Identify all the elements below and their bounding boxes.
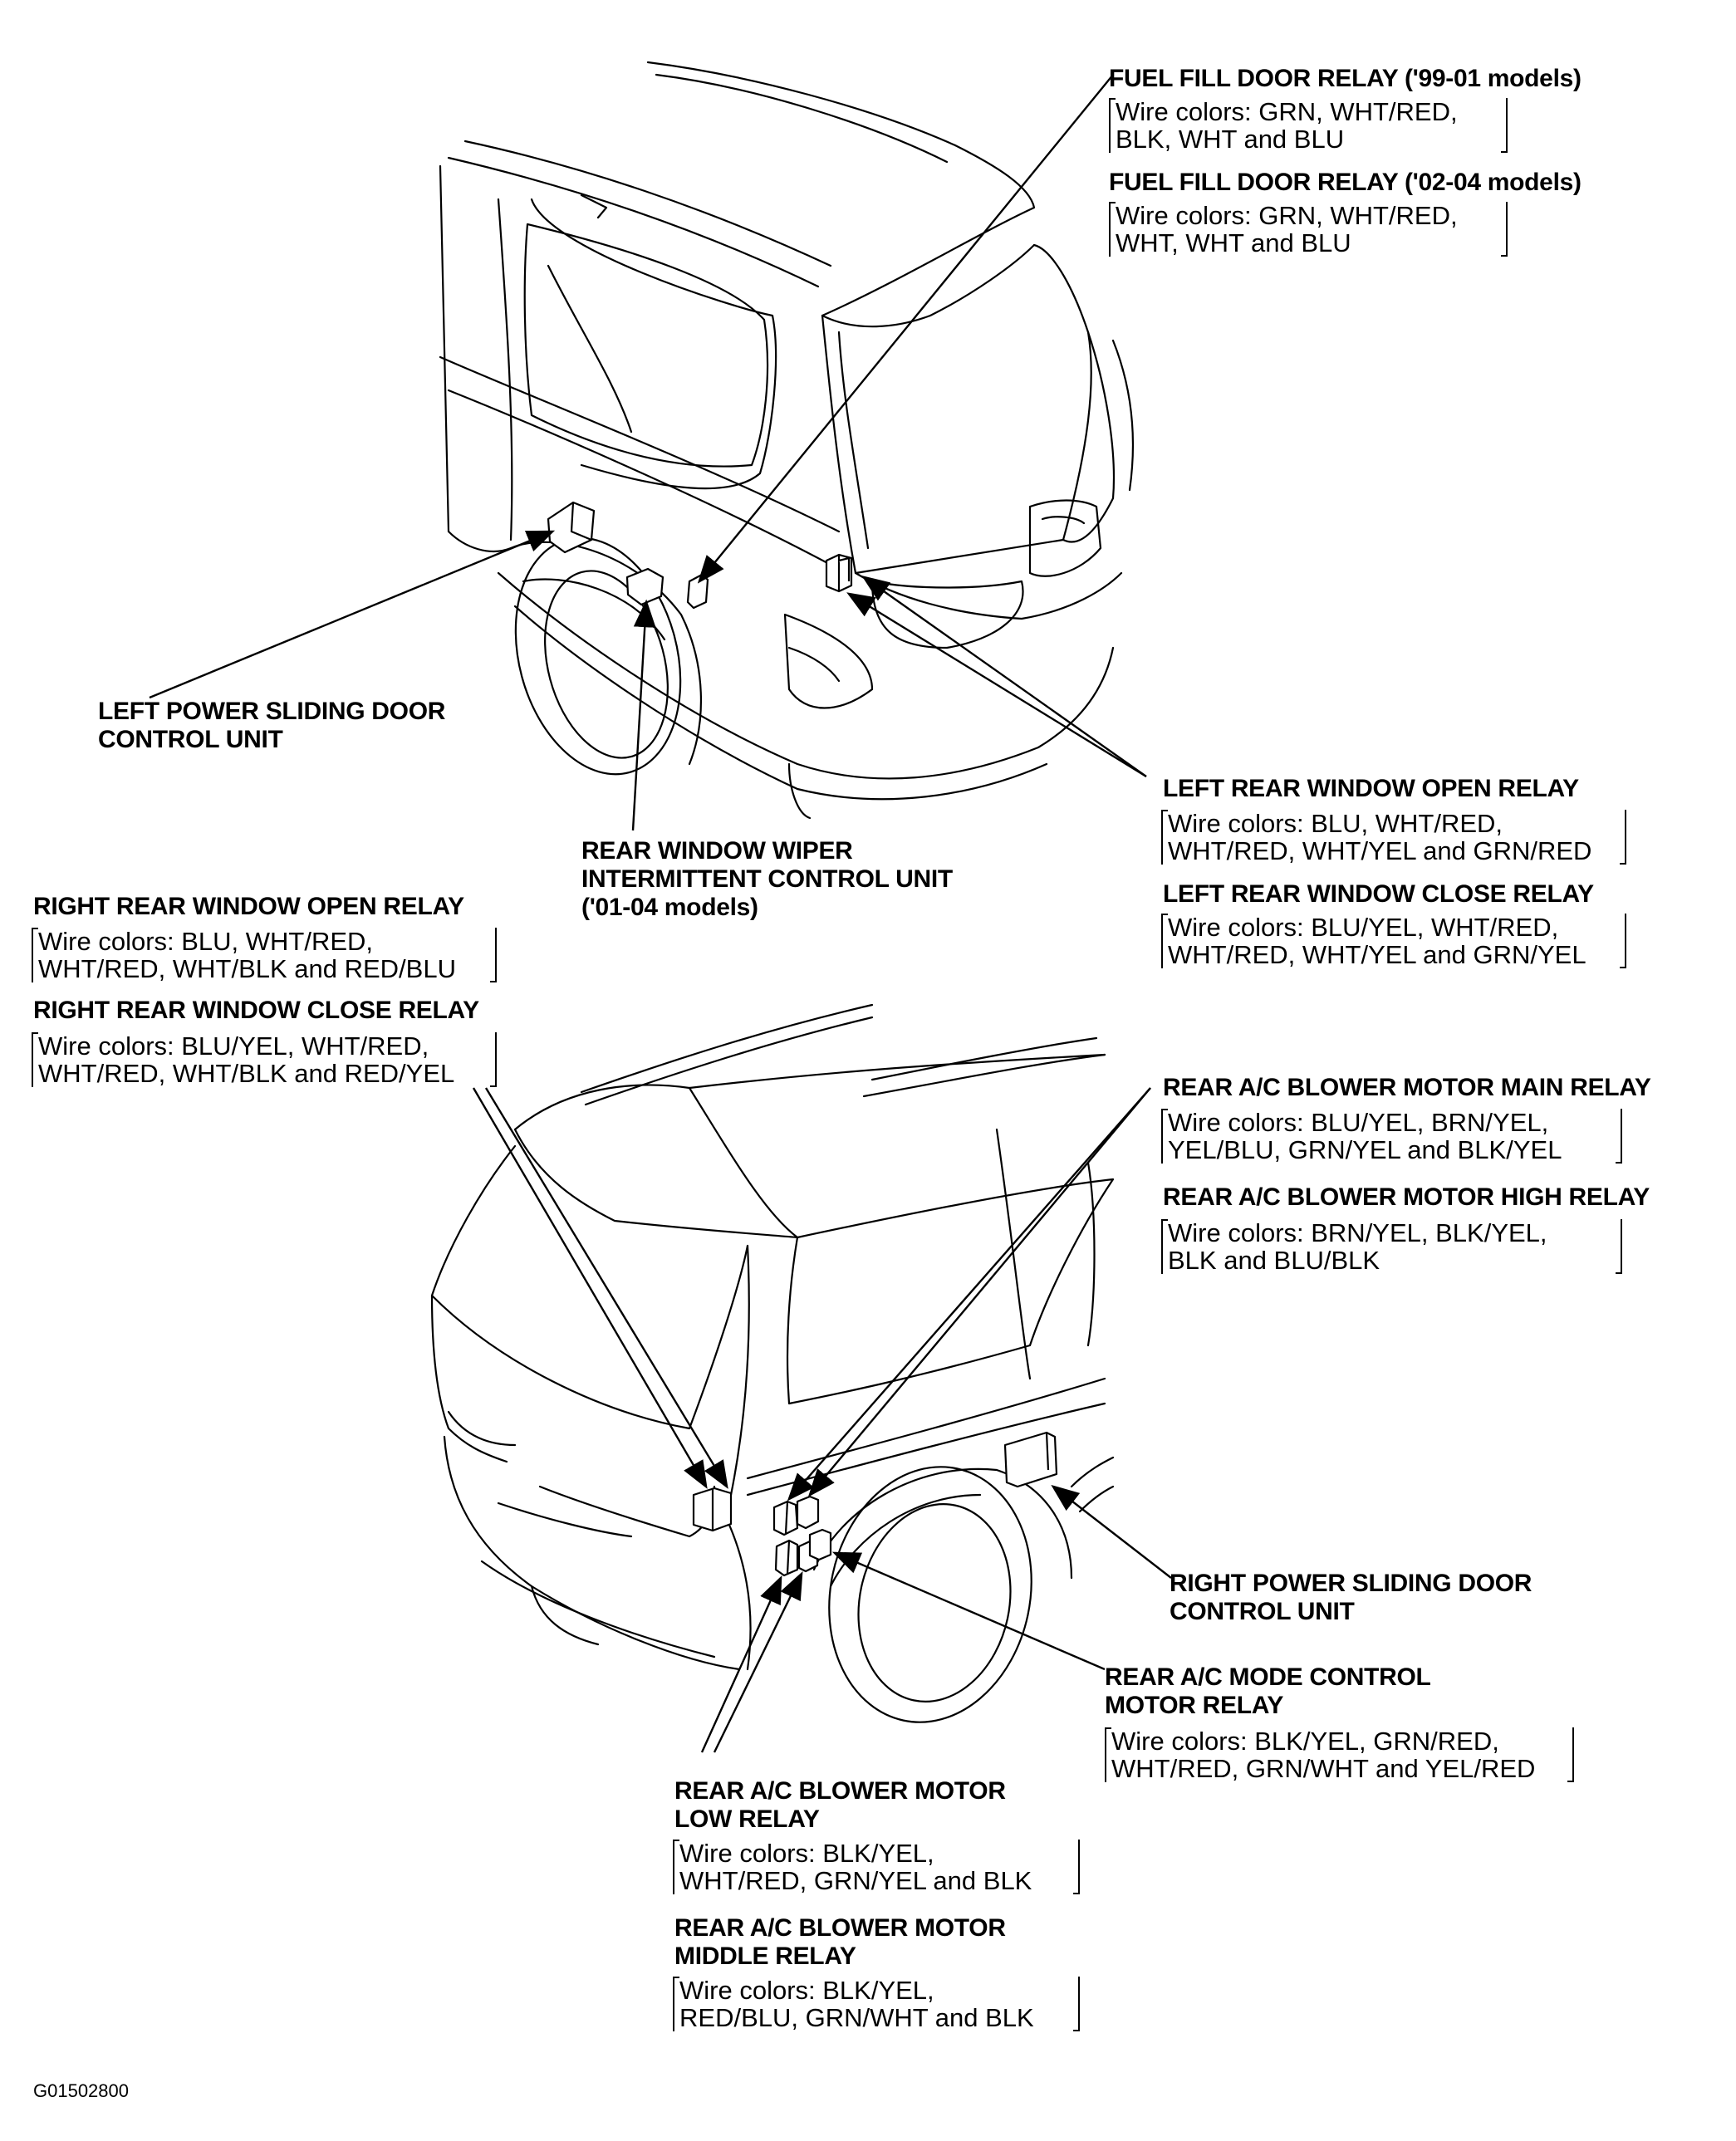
fuel-fill-door-relay-0204-wires: Wire colors: GRN, WHT/RED, WHT, WHT and … xyxy=(1109,202,1508,257)
bottom-components xyxy=(692,1431,1058,1577)
rear-ac-blower-main-relay-title: REAR A/C BLOWER MOTOR MAIN RELAY xyxy=(1163,1074,1651,1101)
fuel-fill-door-relay-9901-wires: Wire colors: GRN, WHT/RED, BLK, WHT and … xyxy=(1109,98,1508,153)
bottom-vehicle-outline xyxy=(430,1003,1115,1723)
rear-ac-blower-high-relay-wires: Wire colors: BRN/YEL, BLK/YEL, BLK and B… xyxy=(1161,1219,1622,1274)
rear-ac-blower-main-relay-wires: Wire colors: BLU/YEL, BRN/YEL, YEL/BLU, … xyxy=(1161,1109,1622,1164)
right-rear-window-open-relay-wires: Wire colors: BLU, WHT/RED, WHT/RED, WHT/… xyxy=(32,928,497,982)
left-rear-window-close-relay-wires: Wire colors: BLU/YEL, WHT/RED, WHT/RED, … xyxy=(1161,914,1626,968)
right-rear-window-close-relay-title: RIGHT REAR WINDOW CLOSE RELAY xyxy=(33,997,479,1024)
rear-ac-mode-control-relay-title: REAR A/C MODE CONTROL MOTOR RELAY xyxy=(1105,1663,1431,1719)
rear-ac-blower-high-relay-title: REAR A/C BLOWER MOTOR HIGH RELAY xyxy=(1163,1183,1650,1211)
rear-ac-blower-low-relay-title: REAR A/C BLOWER MOTOR LOW RELAY xyxy=(674,1777,1006,1833)
figure-code: G01502800 xyxy=(33,2080,129,2101)
left-power-sliding-door-label: LEFT POWER SLIDING DOOR CONTROL UNIT xyxy=(98,698,446,753)
fuel-fill-door-relay-0204-title: FUEL FILL DOOR RELAY ('02-04 models) xyxy=(1109,169,1582,196)
top-components xyxy=(547,501,853,610)
rear-ac-mode-control-relay-wires: Wire colors: BLK/YEL, GRN/RED, WHT/RED, … xyxy=(1105,1727,1574,1782)
left-rear-window-open-relay-wires: Wire colors: BLU, WHT/RED, WHT/RED, WHT/… xyxy=(1161,810,1626,865)
right-rear-window-open-relay-title: RIGHT REAR WINDOW OPEN RELAY xyxy=(33,893,464,920)
rear-ac-blower-middle-relay-wires: Wire colors: BLK/YEL, RED/BLU, GRN/WHT a… xyxy=(673,1977,1080,2031)
rear-ac-blower-low-relay-wires: Wire colors: BLK/YEL, WHT/RED, GRN/YEL a… xyxy=(673,1840,1080,1894)
rear-ac-blower-middle-relay-title: REAR A/C BLOWER MOTOR MIDDLE RELAY xyxy=(674,1914,1006,1970)
rear-window-wiper-label: REAR WINDOW WIPER INTERMITTENT CONTROL U… xyxy=(581,837,953,921)
right-rear-window-close-relay-wires: Wire colors: BLU/YEL, WHT/RED, WHT/RED, … xyxy=(32,1032,497,1087)
right-power-sliding-door-label: RIGHT POWER SLIDING DOOR CONTROL UNIT xyxy=(1170,1570,1532,1625)
left-rear-window-open-relay-title: LEFT REAR WINDOW OPEN RELAY xyxy=(1163,775,1579,802)
leader-lines xyxy=(149,74,1172,1753)
fuel-fill-door-relay-9901-title: FUEL FILL DOOR RELAY ('99-01 models) xyxy=(1109,65,1582,92)
left-rear-window-close-relay-title: LEFT REAR WINDOW CLOSE RELAY xyxy=(1163,880,1594,908)
top-vehicle-outline xyxy=(439,61,1135,820)
